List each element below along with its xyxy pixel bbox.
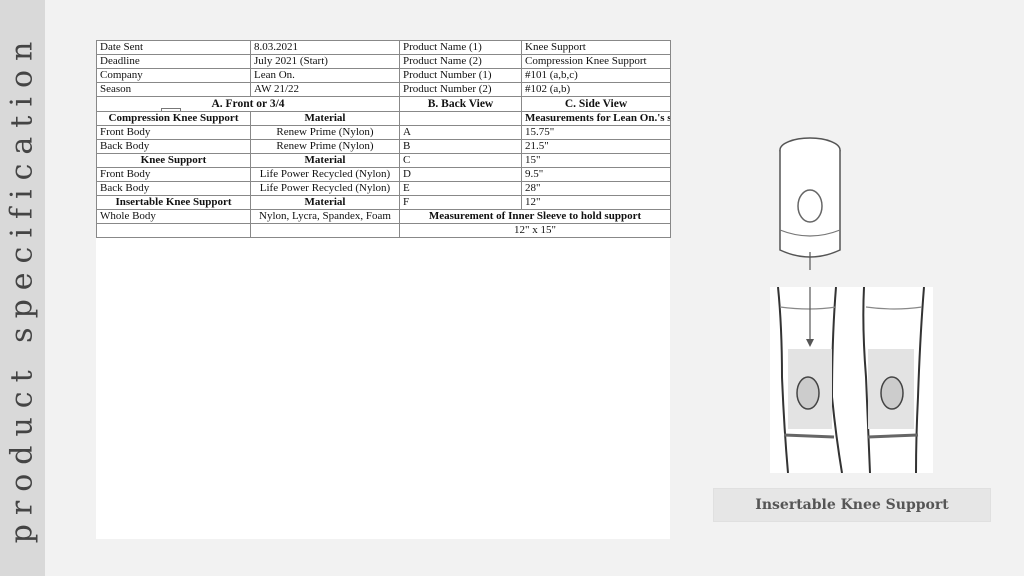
product-name1-value: Knee Support [521, 40, 671, 55]
value-cell: 12" [521, 195, 671, 210]
code-cell: B [399, 139, 522, 154]
table-row: Back Body Life Power Recycled (Nylon) E … [96, 181, 671, 196]
whole-body-label: Whole Body [96, 209, 251, 224]
front-view-cell: A. Front or 3/4 [96, 96, 400, 112]
deadline-label: Deadline [96, 54, 251, 69]
product-name2-value: Compression Knee Support [521, 54, 671, 69]
product-number2-label: Product Number (2) [399, 82, 522, 97]
material-cell: Renew Prime (Nylon) [250, 139, 400, 154]
material-cell: Life Power Recycled (Nylon) [250, 167, 400, 182]
value-cell: 21.5" [521, 139, 671, 154]
material-cell: Renew Prime (Nylon) [250, 125, 400, 140]
table-row: Compression Knee Support Material Measur… [96, 111, 671, 126]
back-leggings-drawing [400, 111, 522, 112]
product-number2-value: #102 (a,b) [521, 82, 671, 97]
whole-body-material: Nylon, Lycra, Spandex, Foam [250, 209, 400, 224]
inner-sleeve-header: Measurement of Inner Sleeve to hold supp… [399, 209, 671, 224]
insertable-header: Insertable Knee Support [96, 195, 251, 210]
part-cell: Front Body [96, 125, 251, 140]
empty-cell [250, 223, 400, 238]
measurements-header: Measurements for Lean On.'s size L Produ… [521, 111, 671, 126]
views-row: A. Front or 3/4 [96, 96, 671, 112]
knee-support-header: Knee Support [96, 153, 251, 168]
table-row: 12" x 15" [96, 223, 671, 238]
code-cell: D [399, 167, 522, 182]
side-view-cell: C. Side View [521, 96, 671, 112]
value-cell: 15" [521, 153, 671, 168]
value-cell: 15.75" [521, 125, 671, 140]
insertable-caption: Insertable Knee Support [713, 488, 991, 522]
table-row: Front Body Life Power Recycled (Nylon) D… [96, 167, 671, 182]
knee-sleeve-illustration [779, 137, 841, 270]
side-view-label: C. Side View [564, 98, 628, 110]
label-a: A [161, 108, 181, 111]
code-cell: C [399, 153, 522, 168]
material-cell: Life Power Recycled (Nylon) [250, 181, 400, 196]
compression-header: Compression Knee Support [96, 111, 251, 126]
table-row: Back Body Renew Prime (Nylon) B 21.5" [96, 139, 671, 154]
table-row: Front Body Renew Prime (Nylon) A 15.75" [96, 125, 671, 140]
table-row: Whole Body Nylon, Lycra, Spandex, Foam M… [96, 209, 671, 224]
date-sent-label: Date Sent [96, 40, 251, 55]
date-sent-value: 8.03.2021 [250, 40, 400, 55]
table-row: Knee Support Material C 15" [96, 153, 671, 168]
inner-sleeve-value: 12" x 15" [399, 223, 671, 238]
product-name2-label: Product Name (2) [399, 54, 522, 69]
table-row: Deadline July 2021 (Start) Product Name … [96, 54, 671, 69]
code-cell: F [399, 195, 522, 210]
season-value: AW 21/22 [250, 82, 400, 97]
sidebar: product specification [0, 0, 45, 576]
part-cell: Back Body [96, 139, 251, 154]
company-value: Lean On. [250, 68, 400, 83]
empty-cell [96, 223, 251, 238]
back-view-cell: B. Back View [399, 96, 522, 112]
value-cell: 9.5" [521, 167, 671, 182]
table-row: Insertable Knee Support Material F 12" [96, 195, 671, 210]
knee-closeup [770, 286, 933, 474]
spec-sheet: Date Sent 8.03.2021 Product Name (1) Kne… [96, 40, 671, 539]
table-row: Company Lean On. Product Number (1) #101… [96, 68, 671, 83]
code-cell: E [399, 181, 522, 196]
knee-closeup-drawing [777, 286, 925, 474]
back-view-label: B. Back View [427, 98, 494, 110]
spec-table: Date Sent 8.03.2021 Product Name (1) Kne… [96, 40, 671, 238]
sidebar-title: product specification [4, 32, 40, 544]
front-view-label: A. Front or 3/4 [211, 98, 285, 110]
part-cell: Back Body [96, 181, 251, 196]
product-name1-label: Product Name (1) [399, 40, 522, 55]
empty-cell [399, 111, 522, 126]
table-row: Season AW 21/22 Product Number (2) #102 … [96, 82, 671, 97]
part-cell: Front Body [96, 167, 251, 182]
material-header: Material [250, 153, 400, 168]
table-row: Date Sent 8.03.2021 Product Name (1) Kne… [96, 40, 671, 55]
deadline-value: July 2021 (Start) [250, 54, 400, 69]
material-header: Material [250, 195, 400, 210]
front-leggings-drawing [97, 111, 400, 112]
product-number1-label: Product Number (1) [399, 68, 522, 83]
side-leggings-drawing [522, 111, 671, 112]
value-cell: 28" [521, 181, 671, 196]
company-label: Company [96, 68, 251, 83]
code-cell: A [399, 125, 522, 140]
product-number1-value: #101 (a,b,c) [521, 68, 671, 83]
material-header: Material [250, 111, 400, 126]
season-label: Season [96, 82, 251, 97]
